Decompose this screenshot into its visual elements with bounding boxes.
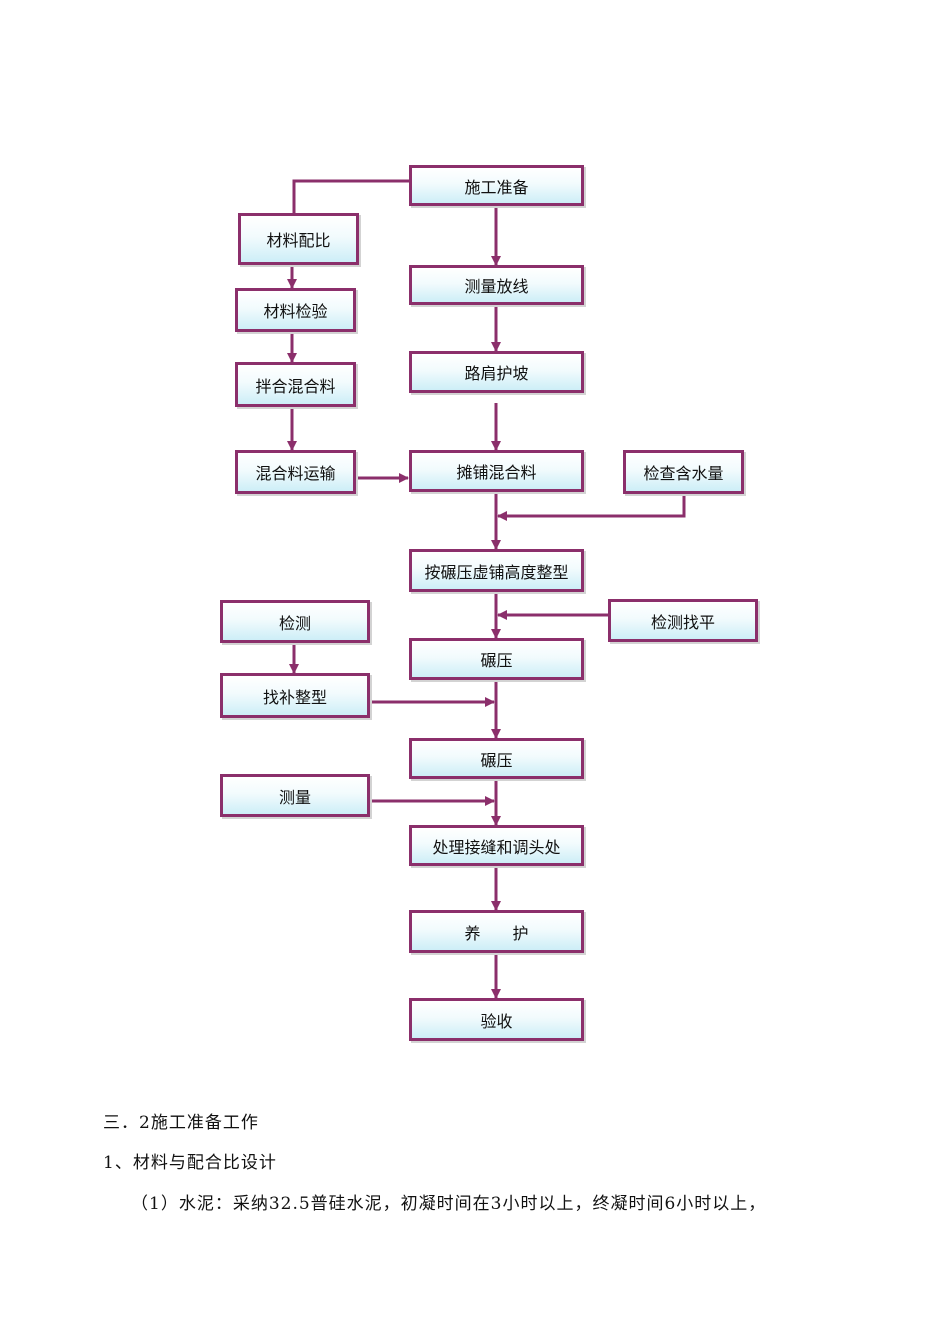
flow-step-anniya-zhengxing: 按碾压虚铺高度整型: [409, 549, 584, 592]
flow-step-shigong-zhunbei: 施工准备: [409, 165, 584, 206]
item-heading: 1、材料与配合比设计: [103, 1153, 277, 1173]
flow-step-cailiao-jianyan: 材料检验: [235, 288, 356, 332]
construction-flowchart: 施工准备 测量放线 路肩护坡 摊铺混合料 按碾压虚铺高度整型 碾压 碾压 处理接…: [220, 165, 758, 1041]
flowchart-connectors: [287, 179, 686, 999]
flow-step-celiang-fangxian: 测量放线: [409, 265, 584, 305]
flow-step-nianya-1: 碾压: [409, 638, 584, 680]
flow-step-jiance: 检测: [220, 600, 370, 643]
flow-step-lujian-hupo: 路肩护坡: [409, 351, 584, 393]
flow-step-banhe-hunheliao: 拌合混合料: [235, 362, 356, 407]
flow-step-yanshou: 验收: [409, 998, 584, 1041]
flow-step-jiancha-hanshuiliang: 检查含水量: [623, 450, 744, 494]
flow-step-tanpu-hunheliao: 摊铺混合料: [409, 450, 584, 492]
connector: [497, 494, 686, 521]
flow-step-nianya-2: 碾压: [409, 738, 584, 779]
flow-step-chuli-jiefeng: 处理接缝和调头处: [409, 825, 584, 866]
flow-step-cailiao-peibi: 材料配比: [238, 213, 359, 265]
connector: [292, 179, 409, 213]
flow-step-jiance-zhaoping: 检测找平: [608, 599, 758, 642]
flow-step-celiang: 测量: [220, 774, 370, 817]
paragraph-line: （1）水泥：采纳32.5普硅水泥，初凝时间在3小时以上，终凝时间6小时以上，: [131, 1194, 767, 1214]
section-heading: 三．2施工准备工作: [103, 1113, 259, 1133]
flow-step-yanghu: 养 护: [409, 910, 584, 953]
flow-step-hunheliao-yunshu: 混合料运输: [235, 450, 356, 494]
flow-step-zhaobu-zhengxing: 找补整型: [220, 673, 370, 718]
